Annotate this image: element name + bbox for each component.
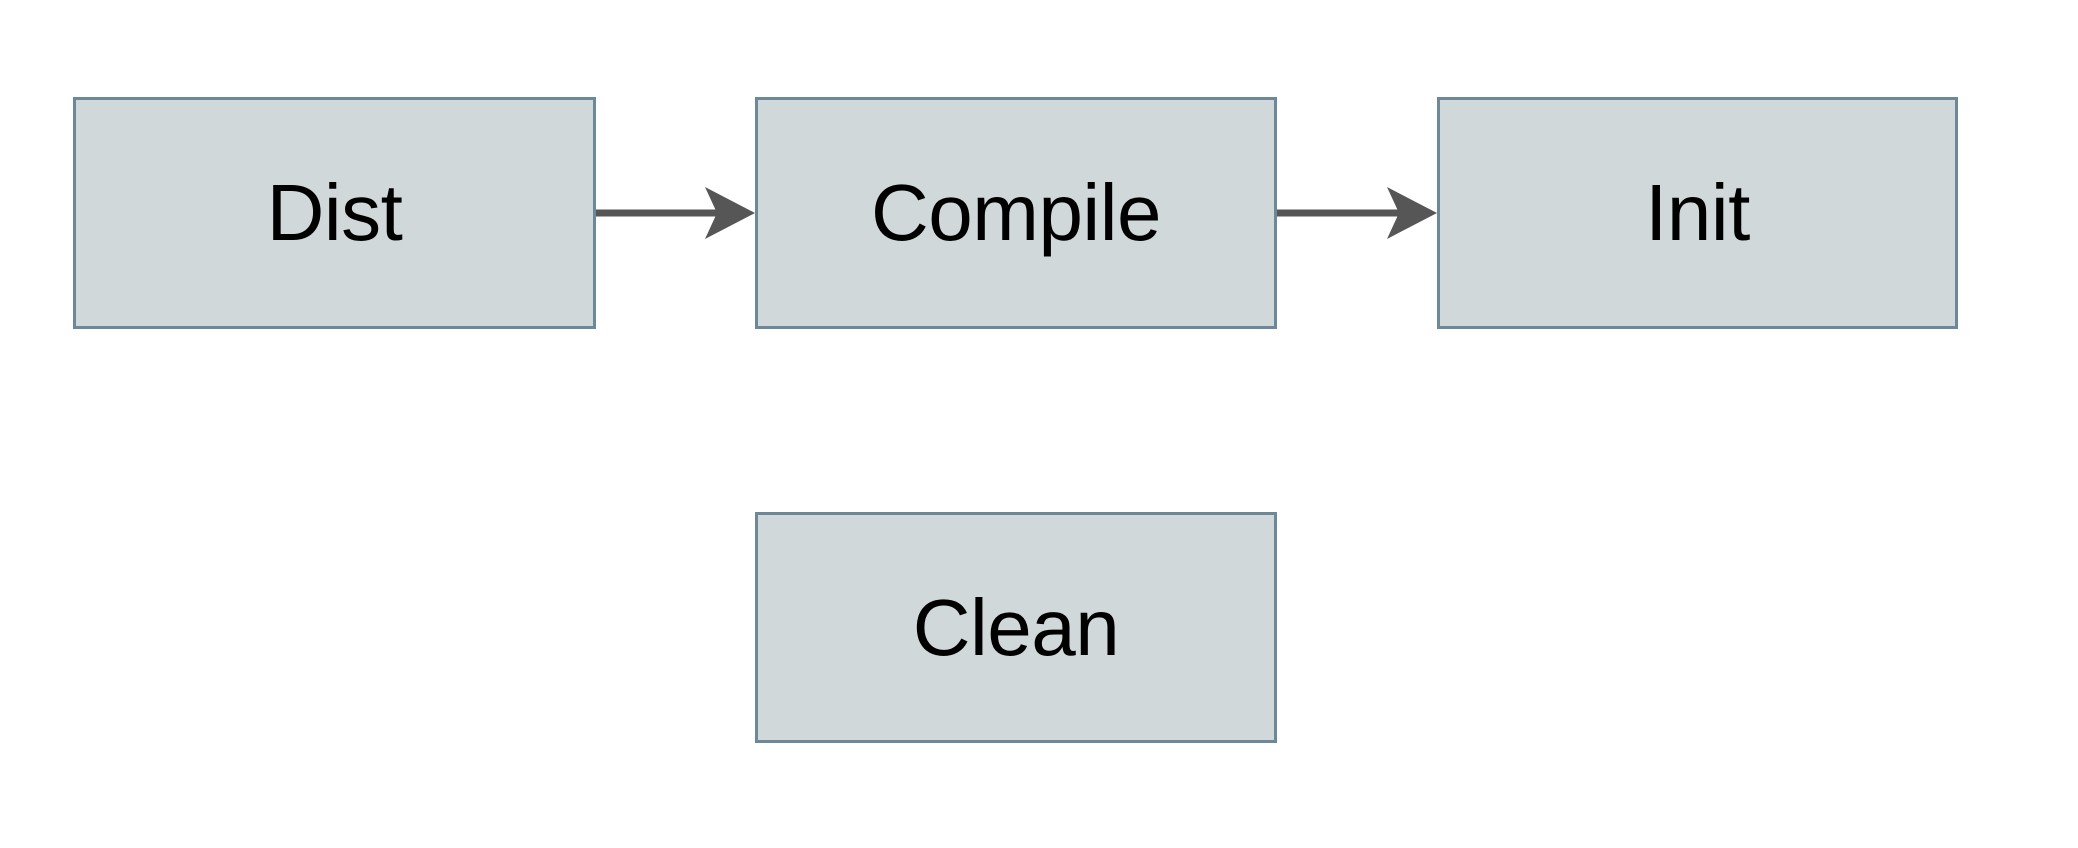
arrow-icon xyxy=(596,187,755,239)
node-clean[interactable]: Clean xyxy=(755,512,1277,743)
node-init-label: Init xyxy=(1645,168,1750,257)
edge-compile-to-init[interactable] xyxy=(1277,181,1437,245)
edge-dist-to-compile[interactable] xyxy=(596,181,755,245)
node-compile-label: Compile xyxy=(871,168,1161,257)
node-dist[interactable]: Dist xyxy=(73,97,596,329)
arrow-icon xyxy=(1277,187,1437,239)
node-init[interactable]: Init xyxy=(1437,97,1958,329)
node-dist-label: Dist xyxy=(266,168,403,257)
node-compile[interactable]: Compile xyxy=(755,97,1277,329)
node-clean-label: Clean xyxy=(912,582,1120,672)
